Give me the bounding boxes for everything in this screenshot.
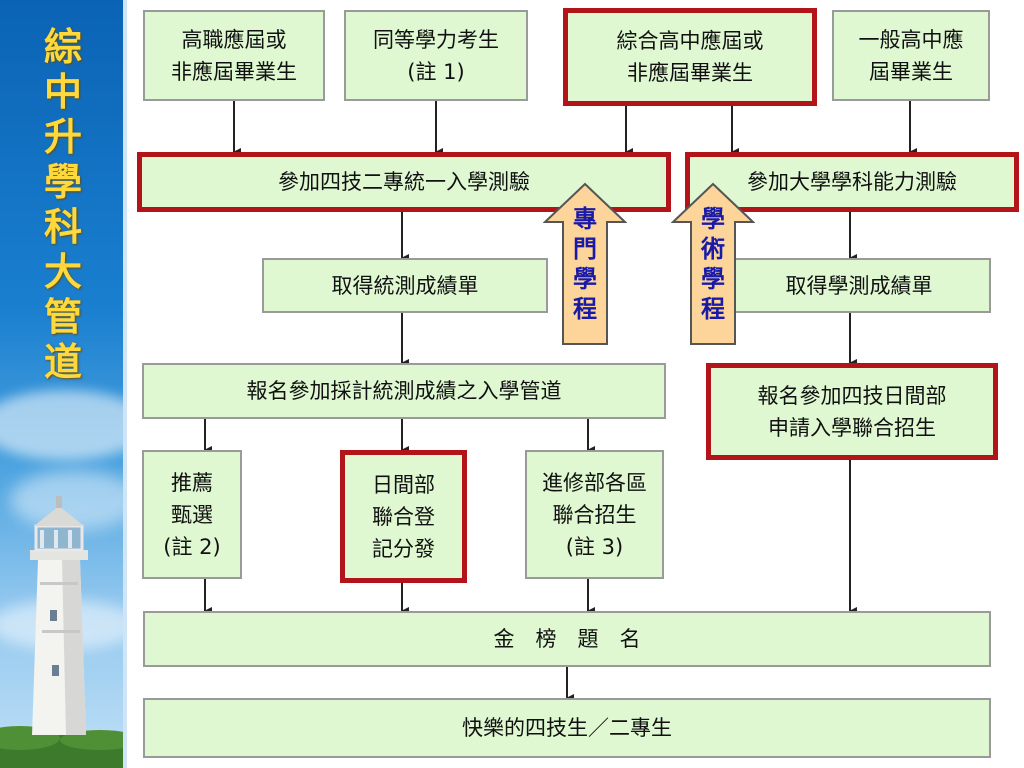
tag-academic-label: 學術學程 (701, 204, 725, 323)
sidebar-divider (123, 0, 127, 768)
node-tvc-register: 報名參加採計統測成績之入學管道 (142, 363, 666, 419)
node-gsat-scores: 取得學測成績單 (727, 258, 991, 313)
node-equivalent-examinee: 同等學力考生 (註 1) (344, 10, 528, 101)
node-night-admit: 進修部各區 聯合招生 (註 3) (525, 450, 664, 579)
node-tvc-exam: 參加四技二專統一入學測驗 (137, 152, 671, 212)
node-vocational-grad: 高職應屆或 非應屆畢業生 (143, 10, 325, 101)
up-arrow-icon (671, 182, 755, 345)
node-day-apply: 報名參加四技日間部 申請入學聯合招生 (706, 363, 998, 460)
node-happy-student: 快樂的四技生／二專生 (143, 698, 991, 758)
lighthouse-illustration (0, 496, 123, 768)
node-gsat-exam: 參加大學學科能力測驗 (685, 152, 1019, 212)
node-comprehensive-grad: 綜合高中應屆或 非應屆畢業生 (563, 8, 817, 106)
node-tvc-scores: 取得統測成績單 (262, 258, 548, 313)
slide-title: 綜中升學科大管道 (43, 24, 82, 384)
node-admitted: 金 榜 題 名 (143, 611, 991, 667)
tag-academic-program: 學術學程 (671, 182, 755, 346)
node-recommend: 推薦 甄選 (註 2) (142, 450, 242, 579)
up-arrow-icon (543, 182, 627, 345)
node-general-grad: 一般高中應 屆畢業生 (832, 10, 990, 101)
tag-professional-label: 專門學程 (573, 204, 597, 323)
node-day-assign: 日間部 聯合登 記分發 (340, 450, 467, 583)
tag-professional-program: 專門學程 (543, 182, 627, 346)
